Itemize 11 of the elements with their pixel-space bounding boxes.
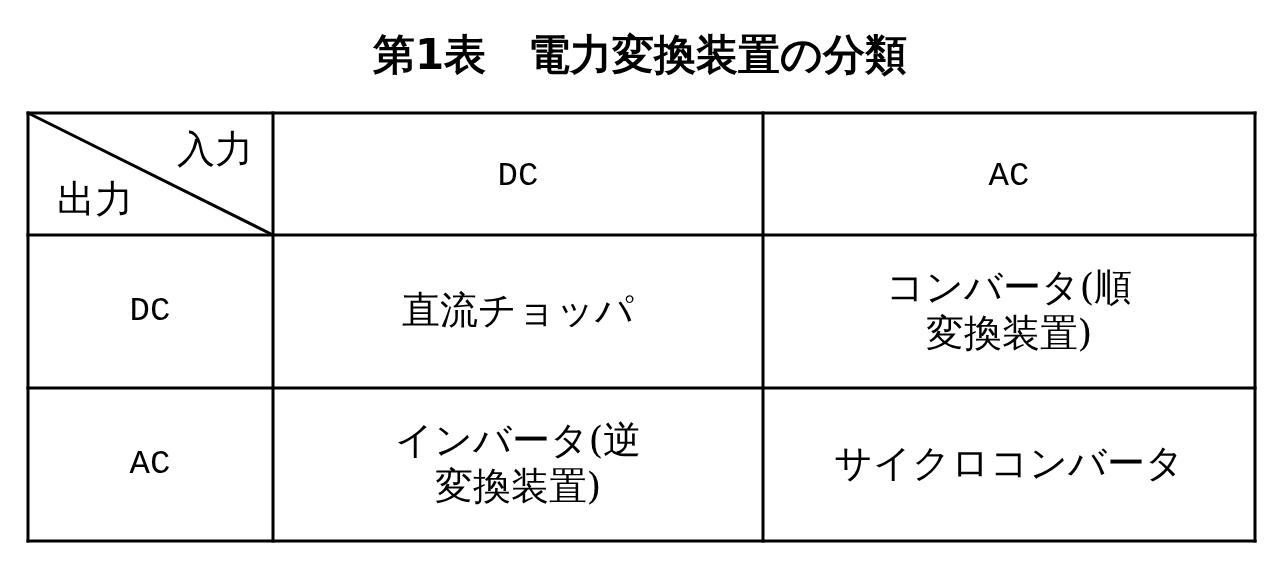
title: 第1表 電力変換装置の分類 bbox=[372, 29, 908, 81]
cell-text: 直流チョッパ bbox=[402, 288, 634, 334]
column-header: DC bbox=[497, 155, 539, 197]
cell-text: コンバータ(順変換装置) bbox=[884, 265, 1134, 357]
corner-header: 入力 bbox=[177, 127, 253, 173]
cell-text: インバータ(逆変換装置) bbox=[393, 418, 643, 510]
row-header: DC bbox=[129, 290, 171, 332]
row-header: AC bbox=[129, 443, 171, 485]
cell-text: サイクロコンバータ bbox=[834, 441, 1184, 487]
corner-header: 出力 bbox=[57, 177, 133, 223]
column-header: AC bbox=[988, 155, 1030, 197]
